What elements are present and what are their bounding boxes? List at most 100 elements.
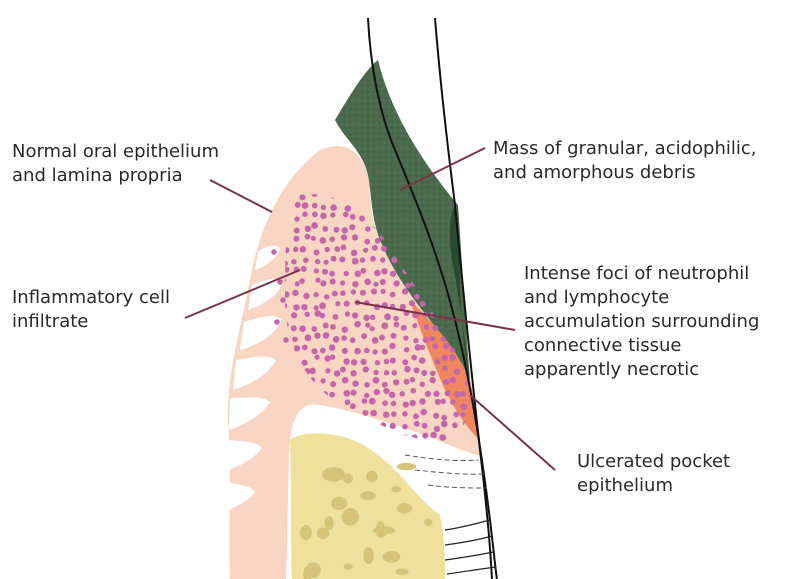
- cell-dot: [331, 256, 337, 262]
- cell-dot: [420, 301, 426, 307]
- cell-dot: [352, 312, 358, 318]
- cell-dot: [329, 236, 335, 242]
- cell-dot: [330, 212, 335, 217]
- cell-dot: [372, 337, 379, 344]
- cell-dot: [351, 289, 356, 294]
- cell-dot: [315, 355, 320, 360]
- cell-dot: [375, 238, 381, 244]
- cell-dot: [334, 410, 339, 415]
- cell-dot: [324, 294, 329, 299]
- cell-dot: [381, 246, 387, 252]
- cell-dot: [322, 269, 328, 275]
- cell-dot: [352, 281, 358, 287]
- cell-dot: [411, 388, 417, 394]
- cell-dot: [404, 366, 411, 373]
- cell-dot: [299, 194, 305, 200]
- cell-dot: [293, 304, 299, 310]
- cell-dot: [295, 281, 300, 286]
- cell-dot: [351, 359, 357, 365]
- cell-dot: [464, 278, 470, 284]
- cell-dot: [330, 279, 336, 285]
- cell-dot: [430, 432, 437, 439]
- cell-dot: [423, 337, 429, 343]
- cell-dot: [364, 348, 370, 354]
- cell-dot: [340, 367, 346, 373]
- cell-dot: [301, 266, 307, 272]
- cell-dot: [374, 270, 381, 277]
- cell-dot: [345, 399, 351, 405]
- cell-dot: [442, 365, 447, 370]
- cell-dot: [364, 239, 370, 245]
- cell-dot: [352, 258, 359, 265]
- cell-dot: [433, 391, 439, 397]
- cell-dot: [354, 348, 361, 355]
- cell-dot: [350, 370, 356, 376]
- cell-dot: [383, 412, 389, 418]
- cell-dot: [369, 398, 376, 405]
- cell-dot: [341, 234, 347, 240]
- cell-dot: [280, 297, 286, 303]
- cell-dot: [314, 268, 319, 273]
- cell-dot: [325, 415, 330, 420]
- cell-dot: [370, 410, 377, 417]
- cell-dot: [361, 433, 367, 439]
- cell-dot: [454, 391, 461, 398]
- bone-pore: [331, 497, 347, 510]
- cell-dot: [291, 325, 297, 331]
- cell-dot: [442, 355, 448, 361]
- cell-dot: [360, 290, 366, 296]
- cell-dot: [274, 319, 280, 325]
- cell-dot: [400, 391, 405, 396]
- cell-dot: [365, 322, 370, 327]
- cell-dot: [402, 411, 407, 416]
- cell-dot: [333, 314, 339, 320]
- cell-dot: [462, 190, 467, 195]
- cell-dot: [372, 245, 378, 251]
- cell-dot: [325, 247, 330, 252]
- cell-dot: [315, 259, 320, 264]
- cell-dot: [441, 415, 447, 421]
- cell-dot: [302, 212, 308, 218]
- cell-dot: [409, 300, 415, 306]
- cell-dot: [292, 290, 298, 296]
- cell-dot: [371, 289, 377, 295]
- cell-dot: [375, 360, 380, 365]
- cell-dot: [314, 292, 319, 297]
- cell-dot: [342, 227, 348, 233]
- label-debris: Mass of granular, acidophilic, and amorp…: [493, 137, 756, 185]
- cell-dot: [420, 382, 425, 387]
- cell-dot: [299, 278, 305, 284]
- cell-dot: [441, 421, 448, 428]
- cell-dot: [373, 377, 380, 384]
- cell-dot: [370, 256, 376, 262]
- cell-dot: [305, 312, 310, 317]
- cell-dot: [324, 260, 329, 265]
- cell-dot: [350, 214, 356, 220]
- cell-dot: [401, 325, 407, 331]
- cell-dot: [403, 402, 409, 408]
- cell-dot: [314, 422, 321, 429]
- cell-dot: [362, 398, 368, 404]
- cell-dot: [271, 249, 277, 255]
- cell-dot: [450, 399, 456, 405]
- cell-dot: [334, 227, 340, 233]
- cell-dot: [305, 234, 311, 240]
- cell-dot: [302, 360, 308, 366]
- cell-dot: [393, 316, 398, 321]
- cell-dot: [379, 335, 385, 341]
- cell-dot: [340, 290, 346, 296]
- cell-dot: [430, 371, 436, 377]
- cell-dot: [370, 315, 376, 321]
- cell-dot: [360, 421, 367, 428]
- cell-dot: [302, 202, 309, 209]
- cell-dot: [320, 313, 325, 318]
- cell-dot: [303, 293, 309, 299]
- cell-dot: [462, 217, 469, 224]
- cell-dot: [389, 343, 395, 349]
- cell-dot: [454, 368, 460, 374]
- cell-dot: [363, 248, 368, 253]
- cell-dot: [384, 359, 390, 365]
- cell-dot: [372, 435, 378, 441]
- cell-dot: [334, 370, 340, 376]
- cell-dot: [390, 271, 396, 277]
